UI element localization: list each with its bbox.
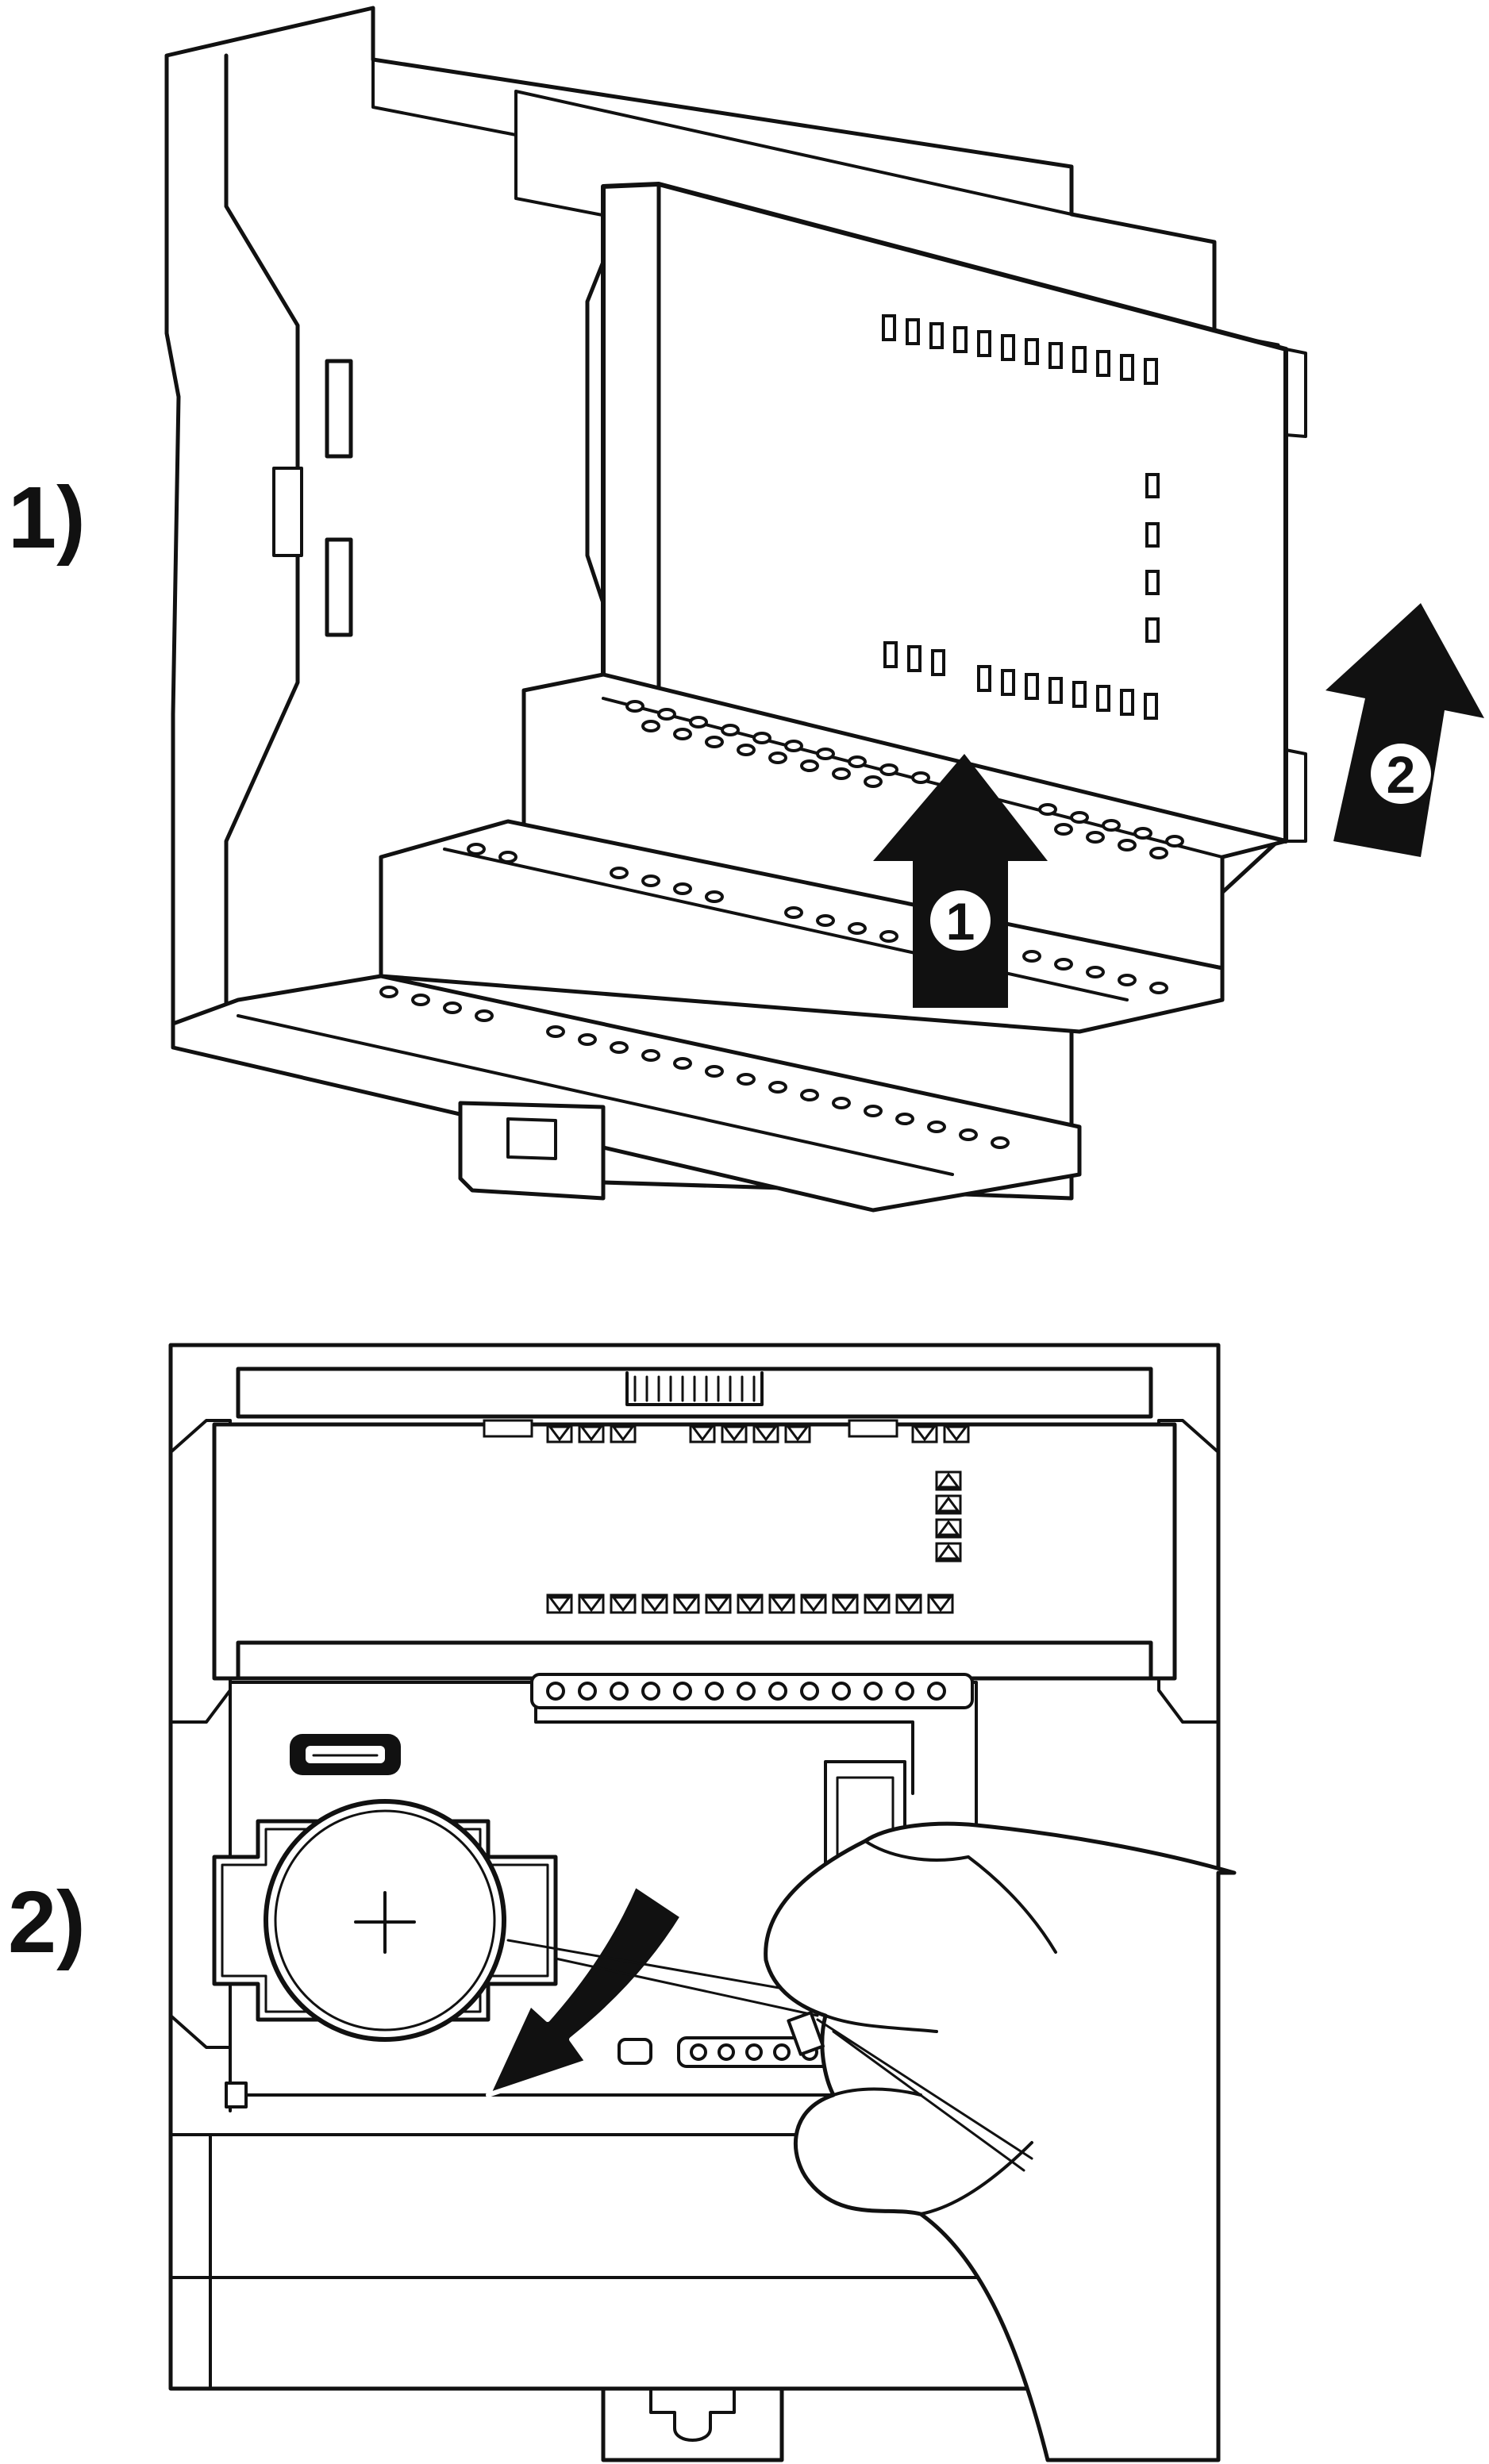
- arrow-curved-down-icon: [486, 1882, 685, 2097]
- terminal-screws-middle: [467, 843, 1168, 994]
- step-2-label: 2): [8, 1874, 86, 1971]
- led-column-front: [935, 1470, 962, 1563]
- led-column: [1145, 473, 1160, 643]
- bottom-rail: [236, 1640, 1153, 1681]
- led-row-bottom-front: [546, 1593, 954, 1614]
- header-pins: [530, 1673, 974, 1709]
- battery-plus-icon: [264, 1799, 506, 2042]
- side-tab: [272, 467, 303, 557]
- arrow-up-icon-1: [873, 754, 1048, 1008]
- led-row-top: [882, 314, 1158, 385]
- upper-board: [212, 1422, 1177, 1681]
- device-isometric: 1 2: [164, 6, 1484, 1213]
- arrow-1-label: 1: [946, 892, 975, 951]
- step-1-label: 1): [8, 469, 86, 567]
- top-connector-teeth: [633, 1375, 756, 1402]
- device-front-open: [168, 1343, 1237, 2462]
- arrow-up-icon-2: [1325, 603, 1484, 857]
- side-slot-2: [325, 537, 353, 637]
- terminal-screws-lower: [379, 986, 1010, 1149]
- led-row-bottom: [883, 641, 1158, 720]
- side-slot-1: [325, 359, 353, 459]
- din-clip-front: [601, 2386, 784, 2462]
- led-row-top-front: [483, 1419, 970, 1443]
- usb-port-icon: [290, 1734, 401, 1775]
- din-clip: [458, 1101, 606, 1201]
- arrow-2-label: 2: [1387, 745, 1416, 804]
